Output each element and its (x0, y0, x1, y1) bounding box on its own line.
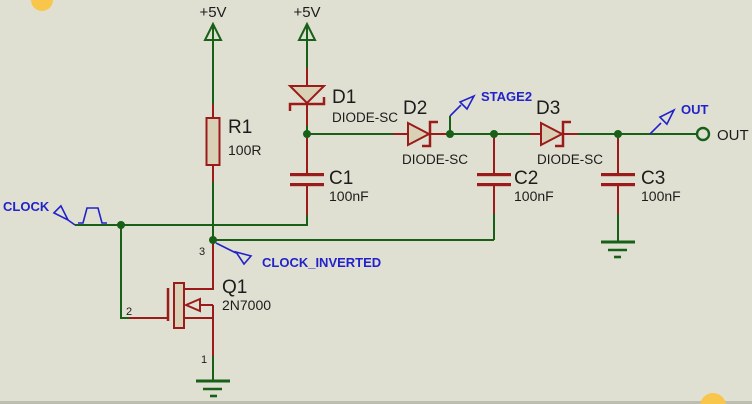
d2-ref-label[interactable]: D2 (403, 98, 427, 119)
c3-value-label[interactable]: 100nF (641, 188, 681, 204)
d3-value-label[interactable]: DIODE-SC (537, 152, 603, 167)
diode-triangle[interactable] (540, 121, 565, 147)
capacitor-plate[interactable] (290, 173, 324, 177)
diode-d2[interactable]: D2 DIODE-SC (393, 98, 468, 167)
d1-value-label[interactable]: DIODE-SC (332, 110, 398, 125)
capacitor-plate[interactable] (601, 173, 635, 177)
stage2-net-label[interactable]: STAGE2 (481, 89, 532, 104)
q1-pin3-label: 3 (199, 246, 205, 258)
q1-value-label[interactable]: 2N7000 (222, 297, 271, 313)
capacitor-plate[interactable] (477, 183, 511, 187)
vcc-left-label: +5V (199, 4, 226, 21)
junction-dot (614, 130, 622, 138)
terminal-out[interactable]: OUT (695, 126, 749, 144)
d3-ref-label[interactable]: D3 (536, 98, 560, 119)
probe-leader (649, 122, 662, 135)
capacitor-plate[interactable] (290, 183, 324, 187)
capacitor-c2[interactable]: C2 100nF (477, 137, 554, 214)
probe-leader (67, 219, 76, 226)
probe-arrow-icon (658, 108, 676, 126)
probe-arrow-icon (52, 204, 70, 222)
q1-pin1-label: 1 (201, 354, 207, 366)
wires[interactable] (75, 47, 697, 381)
cursor-highlight-bottom (700, 393, 726, 404)
c3-ref-label[interactable]: C3 (641, 168, 665, 189)
q1-substrate-arrow-icon (183, 297, 201, 313)
diode-d3[interactable]: D3 DIODE-SC (530, 98, 603, 167)
capacitor-c1[interactable]: C1 100nF (290, 137, 369, 215)
vcc-terminal-left[interactable]: +5V (199, 4, 227, 47)
d1-ref-label[interactable]: D1 (332, 87, 356, 108)
q1-channel-bar[interactable] (173, 282, 185, 329)
resistor-r1[interactable]: R1 100R (205, 104, 262, 182)
junction-dot (446, 130, 454, 138)
wire-clock-horizontal[interactable] (75, 215, 308, 226)
resistor-body[interactable] (205, 117, 221, 166)
junction-dots (117, 130, 622, 244)
probe-stage2[interactable]: STAGE2 (449, 89, 532, 117)
probe-arrow-icon (458, 94, 476, 111)
bottom-edge-strip (0, 401, 752, 404)
probe-clock[interactable]: CLOCK (3, 199, 107, 226)
vcc-right-label: +5V (293, 4, 320, 21)
c2-ref-label[interactable]: C2 (514, 168, 538, 189)
capacitor-c3[interactable]: C3 100nF (601, 137, 681, 214)
capacitor-plate[interactable] (477, 173, 511, 177)
q1-ref-label[interactable]: Q1 (222, 277, 247, 298)
d2-value-label[interactable]: DIODE-SC (402, 152, 468, 167)
capacitor-plate[interactable] (601, 183, 635, 187)
vcc-terminal-right[interactable]: +5V (293, 4, 321, 47)
clock-net-label[interactable]: CLOCK (3, 199, 50, 214)
terminal-circle-icon[interactable] (695, 126, 711, 142)
junction-dot (209, 236, 217, 244)
clock-inverted-net-label[interactable]: CLOCK_INVERTED (262, 255, 381, 270)
r1-value-label[interactable]: 100R (228, 142, 261, 158)
mosfet-q1[interactable]: Q1 2N7000 3 2 1 (126, 240, 271, 366)
q1-pin2-label: 2 (126, 306, 132, 318)
out-net-label[interactable]: OUT (681, 102, 709, 117)
probe-arrow-icon (234, 250, 253, 266)
probe-leader (215, 242, 237, 254)
r1-ref-label[interactable]: R1 (228, 117, 252, 138)
diode-triangle[interactable] (287, 85, 327, 105)
junction-dot (490, 130, 498, 138)
ground-symbol-q1[interactable] (196, 379, 230, 398)
q1-drain-lead (184, 240, 214, 290)
out-terminal-label[interactable]: OUT (717, 127, 749, 144)
c1-ref-label[interactable]: C1 (329, 168, 353, 189)
c2-value-label[interactable]: 100nF (514, 188, 554, 204)
cursor-highlight-top (31, 0, 53, 11)
diode-d1[interactable]: D1 DIODE-SC (287, 68, 398, 126)
c1-value-label[interactable]: 100nF (329, 188, 369, 204)
junction-dot (117, 221, 125, 229)
probe-clock-inverted[interactable]: CLOCK_INVERTED (215, 242, 381, 270)
clock-waveform-icon (78, 207, 107, 224)
junction-dot (303, 130, 311, 138)
diode-triangle[interactable] (407, 121, 432, 147)
ground-symbol-c3[interactable] (601, 240, 635, 259)
wire-clock-to-gate[interactable] (120, 225, 129, 319)
probe-out[interactable]: OUT (649, 102, 709, 135)
probe-leader (449, 104, 462, 117)
